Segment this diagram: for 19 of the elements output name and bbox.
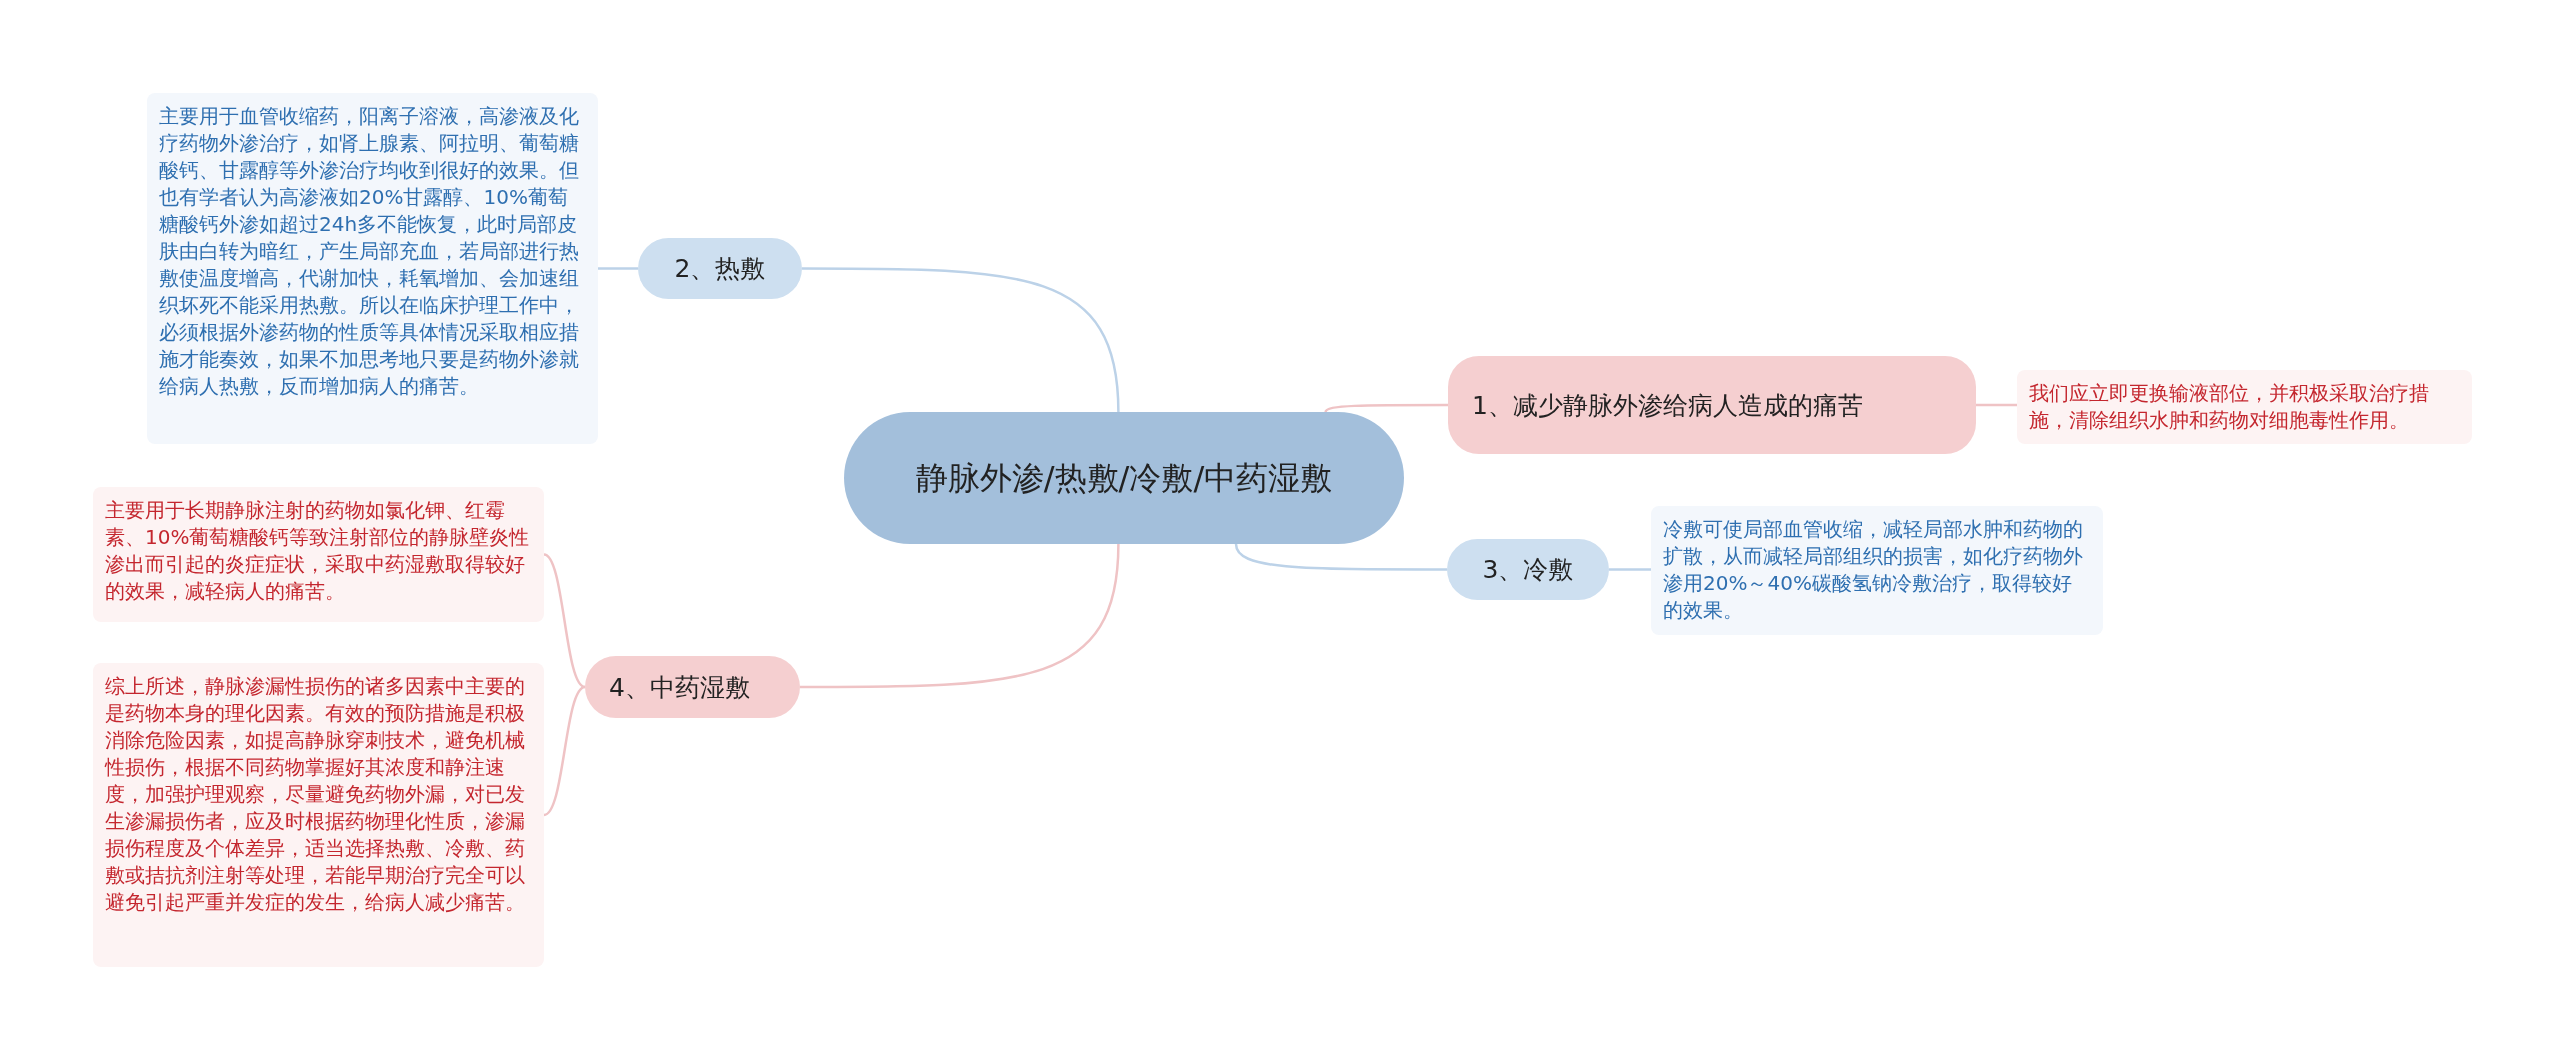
- connector-line: [800, 543, 1120, 689]
- central-topic: 静脉外渗/热敷/冷敷/中药湿敷: [844, 412, 1404, 544]
- connector-line: [1976, 403, 2017, 407]
- connector-line: [598, 267, 638, 270]
- branch-topic: 2、热敷: [638, 238, 802, 299]
- note-card: 冷敷可使局部血管收缩，减轻局部水肿和药物的扩散，从而减轻局部组织的损害，如化疗药物外渗用20%～40%碳酸氢钠冷敷治疗，取得较好的效果。: [1651, 506, 2103, 635]
- connector-line: [543, 553, 586, 689]
- connector-line: [543, 685, 586, 817]
- note-card: 综上所述，静脉渗漏性损伤的诸多因素中主要的是药物本身的理化因素。有效的预防措施是积极消除危险因素，如提高静脉穿刺技术，避免机械性损伤，根据不同药物掌握好其浓度和静注速度，加强护理观察，尽量避免药物外漏，对已发生渗漏损伤者，应及时根据药物理化性质，渗漏损伤程度及个体差异，适当选择热敷、冷敷、药敷或拮抗剂注射等处理，若能早期治疗完全可以避免引起严重并发症的发生，给病人减少痛苦。: [93, 663, 544, 967]
- connector-line: [1234, 543, 1447, 571]
- note-card: 我们应立即更换输液部位，并积极采取治疗措施，清除组织水肿和药物对细胞毒性作用。: [2017, 370, 2472, 444]
- connector-line: [1609, 568, 1651, 571]
- connector-line: [802, 267, 1120, 413]
- branch-topic: 1、减少静脉外渗给病人造成的痛苦: [1448, 356, 1976, 454]
- branch-topic: 3、冷敷: [1447, 539, 1609, 600]
- note-card: 主要用于血管收缩药，阳离子溶液，高渗液及化疗药物外渗治疗，如肾上腺素、阿拉明、葡萄糖酸钙、甘露醇等外渗治疗均收到很好的效果。但也有学者认为高渗液如20%甘露醇、10%葡萄糖酸钙外渗如超过24h多不能恢复，此时局部皮肤由白转为暗红，产生局部充血，若局部进行热敷使温度增高，代谢加快，耗氧增加、会加速组织坏死不能采用热敷。所以在临床护理工作中，必须根据外渗药物的性质等具体情况采取相应措施才能奏效，如果不加思考地只要是药物外渗就给病人热敷，反而增加病人的痛苦。: [147, 93, 598, 444]
- note-card: 主要用于长期静脉注射的药物如氯化钾、红霉素、10%葡萄糖酸钙等致注射部位的静脉壁炎性渗出而引起的炎症症状，采取中药湿敷取得较好的效果，减轻病人的痛苦。: [93, 487, 544, 622]
- connector-line: [1324, 403, 1448, 413]
- branch-topic: 4、中药湿敷: [585, 656, 800, 718]
